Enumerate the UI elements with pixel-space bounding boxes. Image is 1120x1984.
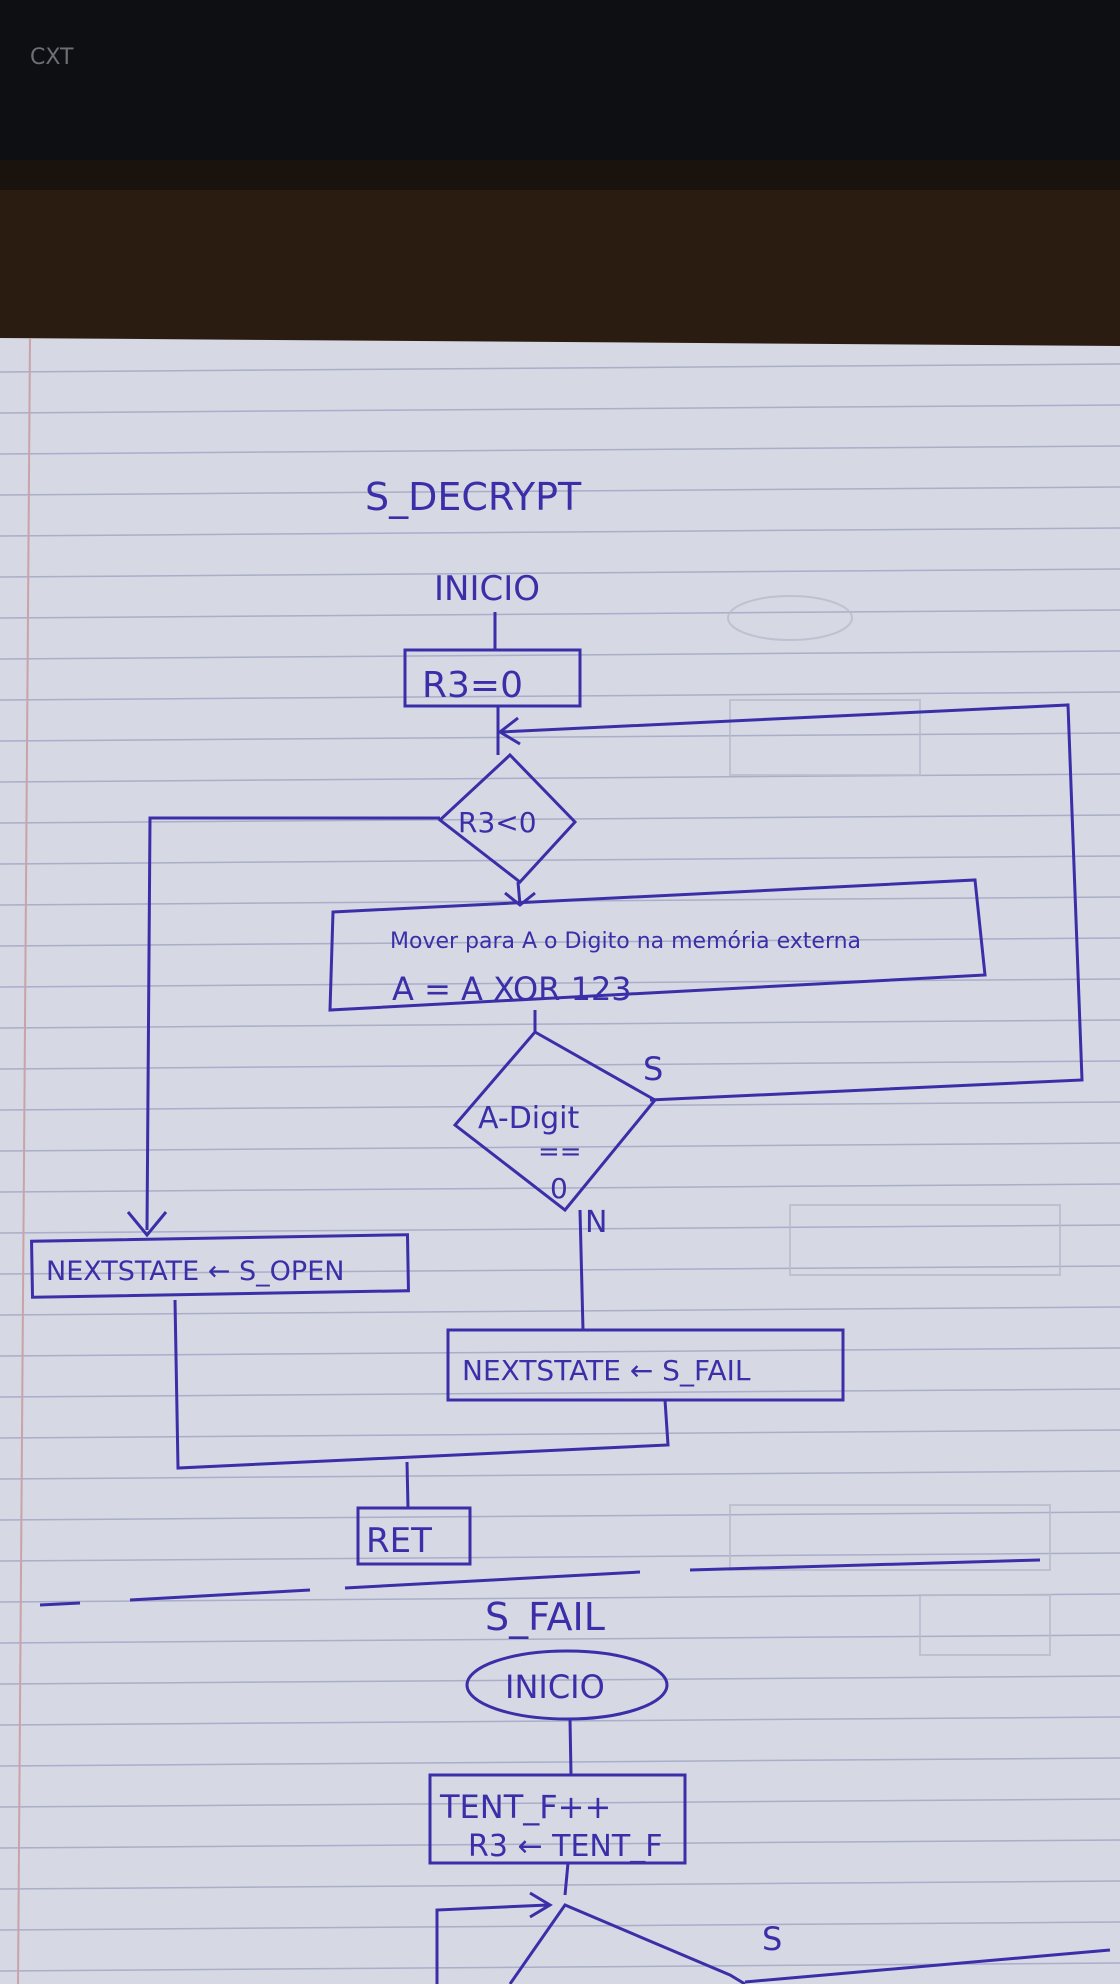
fail-process-line-1: TENT_F++ — [439, 1788, 611, 1826]
fail-loop-arrowhead — [529, 1891, 553, 1919]
ruled-line — [0, 404, 1120, 414]
arrow-loop-to-process-head — [504, 891, 536, 907]
arrow-merge-to-ret — [405, 1461, 410, 1509]
ruled-line — [0, 1716, 1120, 1726]
open-box-label: NEXTSTATE ← S_OPEN — [46, 1256, 344, 1287]
top-bar-text: CXT — [30, 45, 74, 70]
ruled-line — [0, 1183, 1120, 1193]
ruled-line — [0, 1798, 1120, 1808]
decrypt-flowchart: S_DECRYPT INICIO R3=0 R3<0 Mover para A … — [30, 475, 1084, 1566]
loop-decision-diamond — [437, 752, 578, 885]
compare-label-2: == — [538, 1137, 582, 1167]
ruled-line — [0, 1880, 1120, 1890]
fail-yes-branch — [744, 1948, 1111, 1984]
ruled-lines — [0, 363, 1120, 1972]
ruled-line — [0, 1224, 1120, 1234]
margin-line — [17, 337, 31, 1984]
section-separator — [39, 1558, 1041, 1607]
process-line-1: Mover para A o Digito na memória externa — [390, 929, 861, 954]
ruled-line — [0, 1757, 1120, 1767]
yes-label: S — [643, 1050, 663, 1088]
ruled-line — [0, 445, 1120, 455]
ruled-line — [0, 1634, 1120, 1644]
desk-surface — [0, 160, 1120, 350]
arrow-fail-process-down — [563, 1862, 570, 1896]
arrow-fail-start-to-process — [568, 1718, 573, 1776]
compare-label-1: A-Digit — [478, 1101, 580, 1136]
ruled-line — [0, 1675, 1120, 1685]
fail-box-label: NEXTSTATE ← S_FAIL — [462, 1354, 751, 1387]
loop-decision-label: R3<0 — [458, 806, 537, 839]
ruled-line — [0, 691, 1120, 701]
ruled-line — [0, 855, 1120, 865]
ruled-line — [0, 609, 1120, 619]
ruled-line — [0, 937, 1120, 947]
ruled-line — [0, 1470, 1120, 1480]
fail-title: S_FAIL — [485, 1595, 605, 1639]
ruled-line — [0, 363, 1120, 373]
fail-decision-partial — [508, 1903, 746, 1984]
notebook-page — [0, 338, 1120, 1984]
compare-label-3: 0 — [550, 1172, 568, 1205]
bleed-through-marks — [727, 595, 1061, 1656]
open-box — [30, 1233, 410, 1299]
init-box-label: R3=0 — [422, 665, 523, 706]
compare-decision-diamond — [452, 1030, 658, 1213]
fail-process-box — [428, 1773, 687, 1865]
init-box — [403, 648, 582, 708]
ruled-line — [0, 1388, 1120, 1398]
loop-back-arrowhead — [497, 716, 521, 746]
ret-box-label: RET — [366, 1521, 432, 1561]
ruled-line — [0, 650, 1120, 660]
decrypt-title: S_DECRYPT — [365, 475, 582, 519]
ruled-line — [0, 1019, 1120, 1029]
fail-process-line-2: R3 ← TENT_F — [468, 1829, 662, 1864]
ruled-line — [0, 1921, 1120, 1931]
ruled-line — [0, 486, 1120, 496]
ruled-line — [0, 1060, 1120, 1070]
arrow-loop-to-process — [516, 881, 522, 906]
branch-to-open — [145, 816, 440, 1231]
branch-to-open-arrowhead — [126, 1211, 168, 1238]
fail-start-label: INICIO — [505, 1668, 605, 1706]
process-box — [328, 878, 987, 1012]
desk-shadow — [0, 160, 1120, 190]
ruled-line — [0, 1306, 1120, 1316]
ruled-line — [0, 527, 1120, 537]
process-line-2: A = A XOR 123 — [392, 970, 632, 1008]
fail-box — [446, 1328, 845, 1402]
top-dark-bar — [0, 0, 1120, 170]
ret-box — [356, 1506, 472, 1566]
fail-loop-line — [435, 1903, 549, 1984]
ruled-line — [0, 1429, 1120, 1439]
ruled-line — [0, 1265, 1120, 1275]
ruled-line — [0, 1142, 1120, 1152]
ruled-line — [0, 1552, 1120, 1562]
ruled-line — [0, 568, 1120, 578]
fail-yes-label: S — [762, 1920, 782, 1958]
ruled-line — [0, 1101, 1120, 1111]
loop-back-line — [499, 703, 1084, 1102]
ruled-line — [0, 1511, 1120, 1521]
ruled-line — [0, 814, 1120, 824]
no-label: N — [585, 1205, 607, 1240]
ruled-line — [0, 773, 1120, 783]
ruled-line — [0, 1347, 1120, 1357]
ruled-line — [0, 1839, 1120, 1849]
fail-flowchart: S_FAIL INICIO TENT_F++ R3 ← TENT_F S — [428, 1595, 1111, 1984]
decrypt-start: INICIO — [434, 569, 540, 609]
ruled-line — [0, 978, 1120, 988]
ruled-line — [0, 732, 1120, 742]
fail-start-terminal — [465, 1649, 669, 1721]
merge-from-open — [173, 1299, 670, 1470]
arrow-compare-to-fail — [578, 1209, 585, 1331]
